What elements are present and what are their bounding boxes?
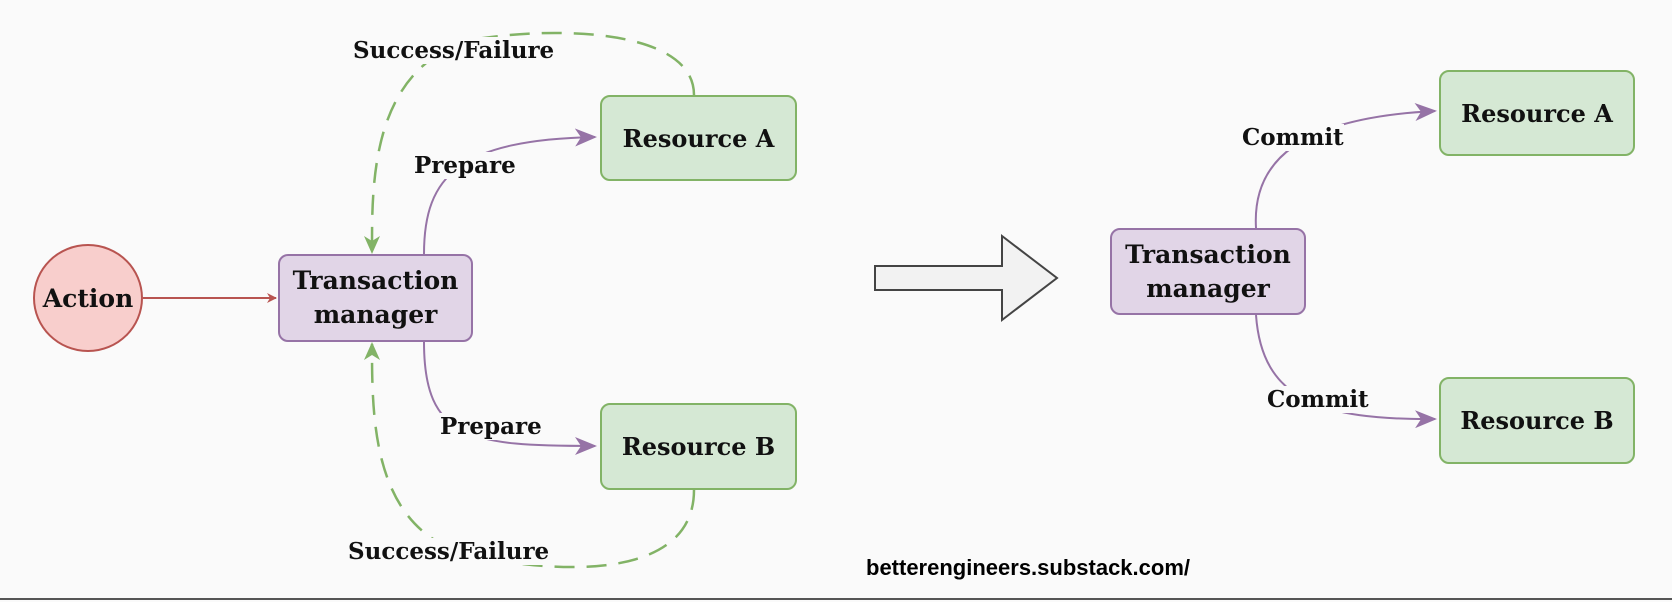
action-label: Action [42, 283, 134, 313]
success-failure-label-bottom: Success/Failure [348, 538, 550, 565]
transaction-manager-node-committed: Transaction manager [1110, 228, 1306, 315]
resource-a-node-committed: Resource A [1439, 70, 1635, 156]
resource-b-node-committed: Resource B [1439, 377, 1635, 464]
transaction-manager-committed-label-line1: Transaction [1125, 239, 1291, 269]
action-node: Action [33, 244, 143, 352]
feedback-arrow-from-resource-a [363, 31, 696, 254]
success-failure-label-top: Success/Failure [353, 37, 555, 64]
prepare-label-bottom: Prepare [440, 413, 542, 440]
resource-b-committed-label: Resource B [1460, 406, 1614, 435]
transition-arrow-icon [874, 233, 1059, 323]
resource-a-committed-label: Resource A [1461, 98, 1613, 128]
transaction-manager-committed-label-line2: manager [1146, 273, 1270, 303]
resource-b-label: Resource B [621, 432, 776, 461]
transaction-manager-label-line2: manager [313, 300, 438, 329]
transaction-manager-label-line1: Transaction [292, 266, 459, 295]
resource-b-node: Resource B [600, 403, 797, 490]
resource-a-node: Resource A [600, 95, 797, 181]
commit-label-top: Commit [1242, 124, 1344, 151]
prepare-label-top: Prepare [414, 152, 516, 179]
source-url: betterengineers.substack.com/ [866, 555, 1191, 580]
commit-label-bottom: Commit [1267, 386, 1369, 413]
resource-a-label: Resource A [622, 123, 775, 153]
transaction-manager-node: Transaction manager [278, 254, 473, 342]
bottom-divider [0, 598, 1672, 600]
